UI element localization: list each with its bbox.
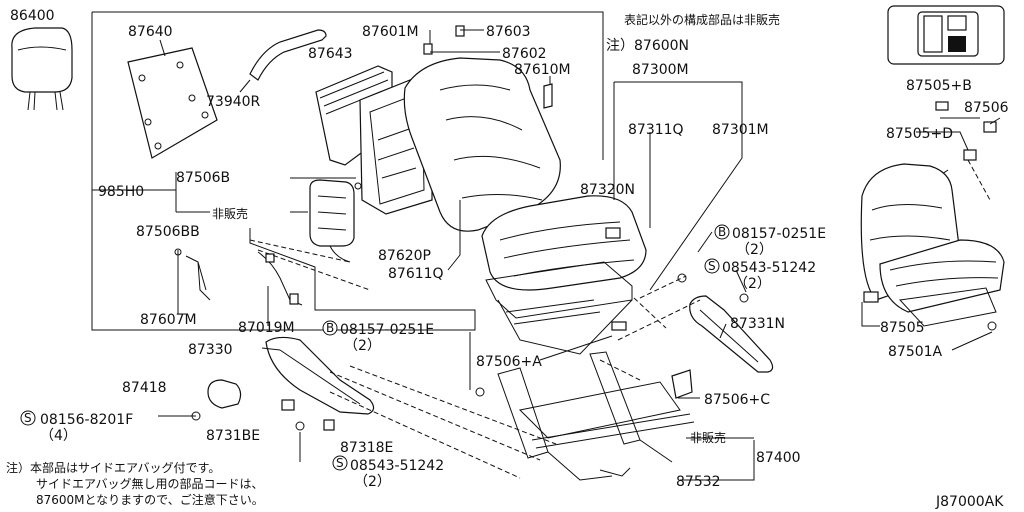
- seat-slide-87400[interactable]: [497, 351, 695, 481]
- label-87643: 87643: [308, 46, 353, 62]
- label-87330: 87330: [188, 342, 233, 358]
- bolt-87501a[interactable]: [987, 321, 997, 331]
- bracket-87506a[interactable]: [611, 321, 627, 331]
- harness-87019m[interactable]: [257, 251, 303, 306]
- assembled-seat-view[interactable]: [860, 163, 1005, 327]
- label-08543-lower: 08543-51242: [350, 458, 444, 474]
- label-87506bb: 87506BB: [136, 224, 200, 240]
- label-87318e: 87318E: [340, 440, 393, 456]
- screw-08543-upper[interactable]: [739, 293, 749, 303]
- label-87301m: 87301M: [712, 122, 769, 138]
- label-87506c: 87506+C: [704, 392, 770, 408]
- label-86400: 86400: [10, 8, 55, 24]
- seat-location-thumbnail: [887, 5, 1005, 65]
- clip-87602[interactable]: [423, 43, 433, 55]
- symbol-b-2: B: [322, 320, 338, 336]
- label-87506: 87506: [964, 100, 1009, 116]
- label-87640: 87640: [128, 24, 173, 40]
- clip-87610m[interactable]: [543, 83, 553, 109]
- label-08157-upper: 08157-0251E: [732, 226, 826, 242]
- label-87610m: 87610M: [514, 62, 571, 78]
- bracket-87506c[interactable]: [671, 369, 693, 399]
- clip-87603[interactable]: [455, 25, 465, 37]
- label-87311q: 87311Q: [628, 122, 684, 138]
- label-985h0: 985H0: [98, 184, 144, 200]
- airbag-985h0[interactable]: [309, 179, 355, 263]
- label-08156-qty: （4）: [40, 428, 77, 444]
- label-87603: 87603: [486, 24, 531, 40]
- cushion-frame[interactable]: [485, 261, 633, 355]
- label-not-sold-2: 非販売: [690, 430, 726, 445]
- symbol-s-2: S: [20, 410, 36, 426]
- seat-cushion-87300m[interactable]: [481, 195, 647, 291]
- screw-08543-lower[interactable]: [295, 421, 305, 431]
- bolt-08157-lower[interactable]: [475, 387, 485, 397]
- svg-text:S: S: [336, 456, 344, 470]
- bracket-87505d[interactable]: [963, 149, 977, 161]
- label-87506a: 87506+A: [476, 354, 542, 370]
- label-87532: 87532: [676, 474, 721, 490]
- label-08157-lower-qty: （2）: [344, 338, 381, 354]
- label-08156: 08156-8201F: [40, 412, 133, 428]
- label-87620p: 87620P: [378, 248, 431, 264]
- bottom-note-line-3: 87600Mとなりますので、ご注意下さい。: [36, 492, 264, 507]
- bottom-note-line-2: サイドエアバッグ無し用の部品コードは、: [36, 476, 264, 491]
- label-not-sold-1: 非販売: [212, 206, 248, 221]
- diagram-code: J87000AK: [935, 494, 1004, 510]
- label-87320n: 87320N: [580, 182, 635, 198]
- headrest-86400[interactable]: [11, 27, 73, 111]
- label-8731be: 8731BE: [206, 428, 260, 444]
- label-08543-upper: 08543-51242: [722, 260, 816, 276]
- label-08543-upper-qty: （2）: [734, 276, 771, 292]
- label-08543-lower-qty: （2）: [354, 474, 391, 490]
- symbol-b-1: B: [714, 224, 730, 240]
- label-87601m: 87601M: [362, 24, 419, 40]
- label-87505b: 87505+B: [906, 78, 972, 94]
- bolt-08157-upper[interactable]: [677, 273, 687, 283]
- lumbar-wire-87607m[interactable]: [174, 248, 211, 301]
- tag-87320n[interactable]: [605, 227, 621, 239]
- label-87418: 87418: [122, 380, 167, 396]
- label-08157-upper-qty: （2）: [736, 242, 773, 258]
- grip-73940r[interactable]: [249, 29, 327, 81]
- bottom-note-line-1: 注）本部品はサイドエアバッグ付です。: [6, 460, 220, 475]
- label-87505: 87505: [880, 320, 925, 336]
- label-87600n: 注）87600N: [606, 38, 689, 54]
- top-note: 表記以外の構成部品は非販売: [624, 12, 780, 27]
- symbol-s-3: S: [332, 455, 348, 471]
- svg-text:B: B: [326, 321, 334, 335]
- label-08157-lower: 08157-0251E: [340, 322, 434, 338]
- label-87611q: 87611Q: [388, 266, 444, 282]
- clip-8731be[interactable]: [281, 399, 295, 411]
- symbol-s-1: S: [704, 258, 720, 274]
- label-87506b: 87506B: [176, 170, 230, 186]
- svg-text:B: B: [718, 225, 726, 239]
- svg-text:S: S: [708, 259, 716, 273]
- svg-text:S: S: [24, 411, 32, 425]
- bracket-87505[interactable]: [863, 291, 879, 303]
- label-87331n: 87331N: [730, 316, 785, 332]
- label-87019m: 87019M: [238, 320, 295, 336]
- knob-87418[interactable]: [207, 379, 242, 409]
- side-finisher-87330[interactable]: [265, 336, 375, 415]
- label-87300m: 87300M: [632, 62, 689, 78]
- seatback-group-frame: [91, 12, 476, 331]
- label-87607m: 87607M: [140, 312, 197, 328]
- back-board-87640[interactable]: [127, 47, 218, 159]
- bracket-87505b[interactable]: [935, 101, 949, 111]
- clip-87318e[interactable]: [323, 419, 335, 431]
- side-finisher-87331n[interactable]: [689, 295, 774, 373]
- label-73940r: 73940R: [206, 94, 261, 110]
- seatback-cushion-87610m[interactable]: [403, 57, 561, 232]
- label-87602: 87602: [502, 46, 547, 62]
- label-87501a: 87501A: [888, 344, 943, 360]
- label-87400: 87400: [756, 450, 801, 466]
- bracket-87506[interactable]: [983, 121, 997, 133]
- label-87505d: 87505+D: [886, 126, 953, 142]
